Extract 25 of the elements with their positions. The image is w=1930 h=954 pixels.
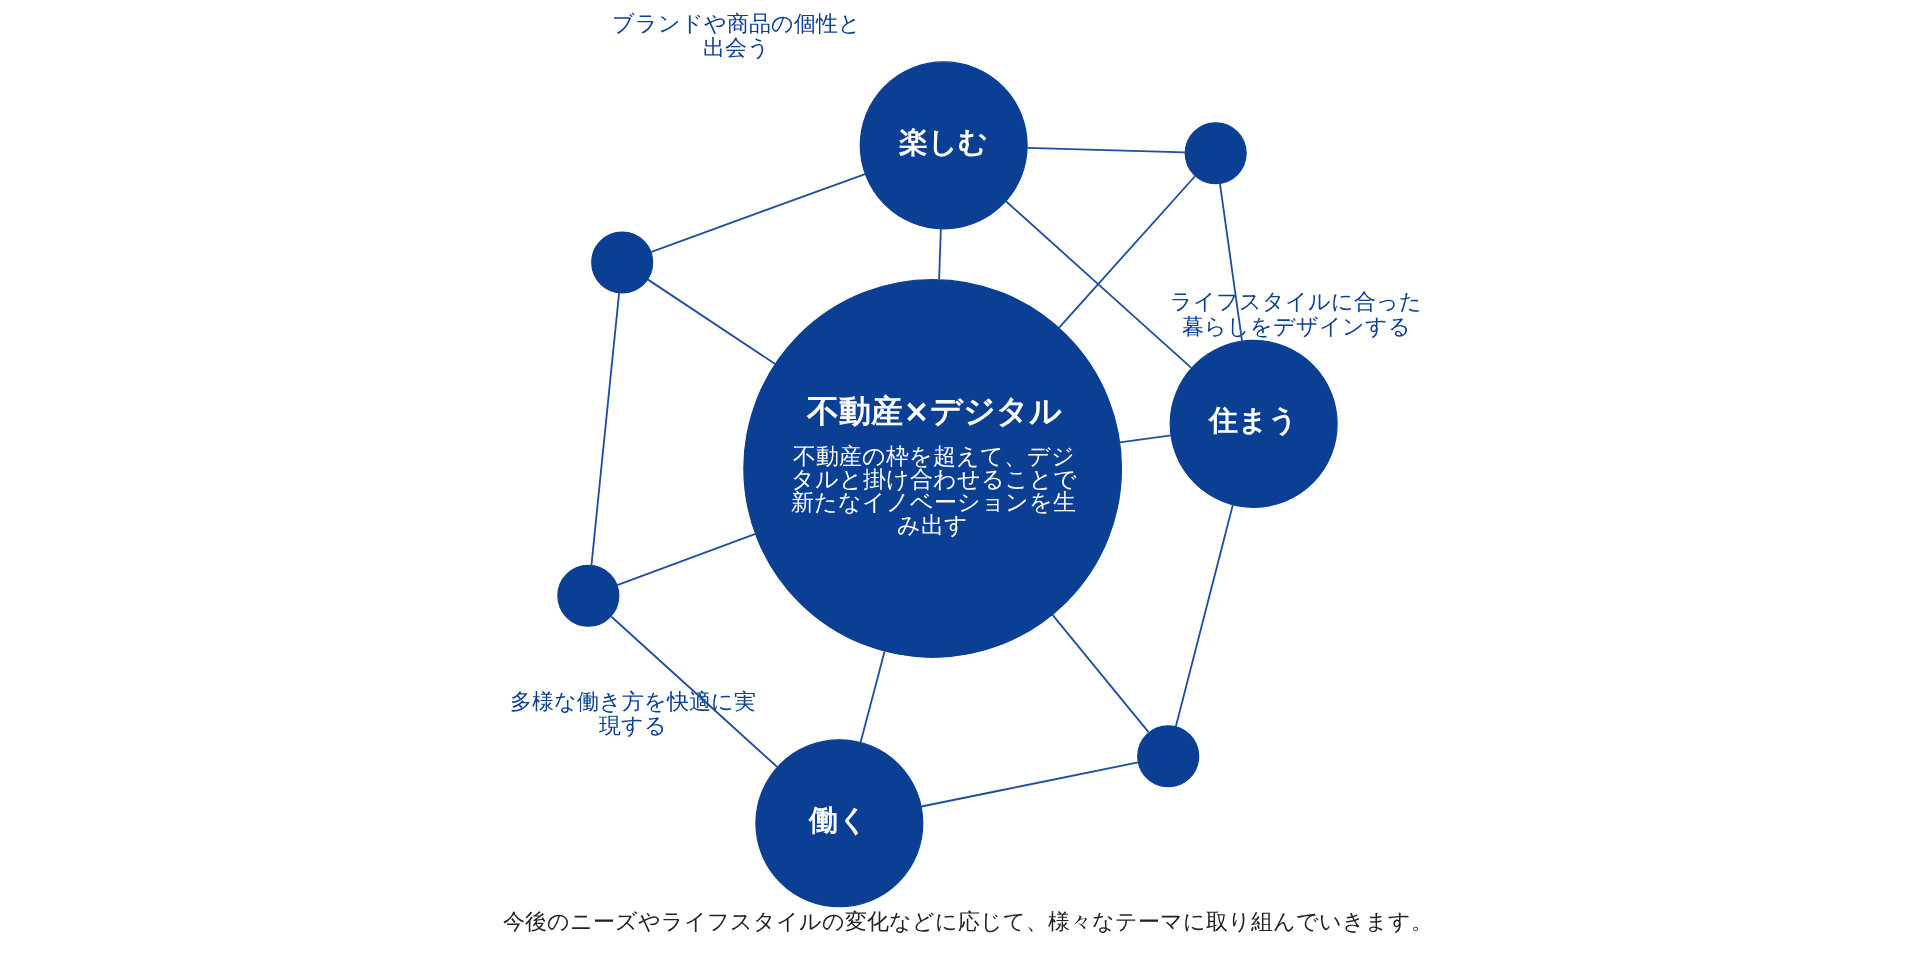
connector — [859, 650, 885, 744]
connector — [1057, 175, 1196, 329]
connector — [1026, 146, 1186, 154]
node-circle — [590, 231, 653, 294]
node-circle: 住まう — [1169, 339, 1338, 508]
node-label: ブランドや商品の個性と出会う — [611, 10, 861, 61]
connector — [646, 278, 776, 365]
node-circle: 楽しむ — [859, 61, 1028, 230]
connector — [1174, 503, 1234, 728]
caption: 今後のニーズやライフスタイルの変化などに応じて、様々なテーマに取り組んでいきます。 — [502, 909, 1433, 935]
connector — [615, 533, 756, 586]
connector — [649, 173, 866, 253]
connector — [920, 761, 1139, 808]
connector — [1218, 182, 1243, 343]
connector — [590, 292, 620, 566]
connector — [1051, 613, 1149, 734]
node-circle: 不動産×デジタル 不動産の枠を超えて、デジタルと掛け合わせることで新たなイノベーションを生み出す — [742, 279, 1122, 658]
node-circle: 働く — [754, 739, 923, 908]
node-circle — [556, 564, 619, 627]
connector — [937, 227, 942, 281]
node-circle — [1184, 122, 1247, 185]
connector — [610, 615, 778, 768]
connector — [1118, 434, 1172, 444]
node-circle — [1136, 725, 1199, 788]
connector — [1004, 200, 1192, 369]
